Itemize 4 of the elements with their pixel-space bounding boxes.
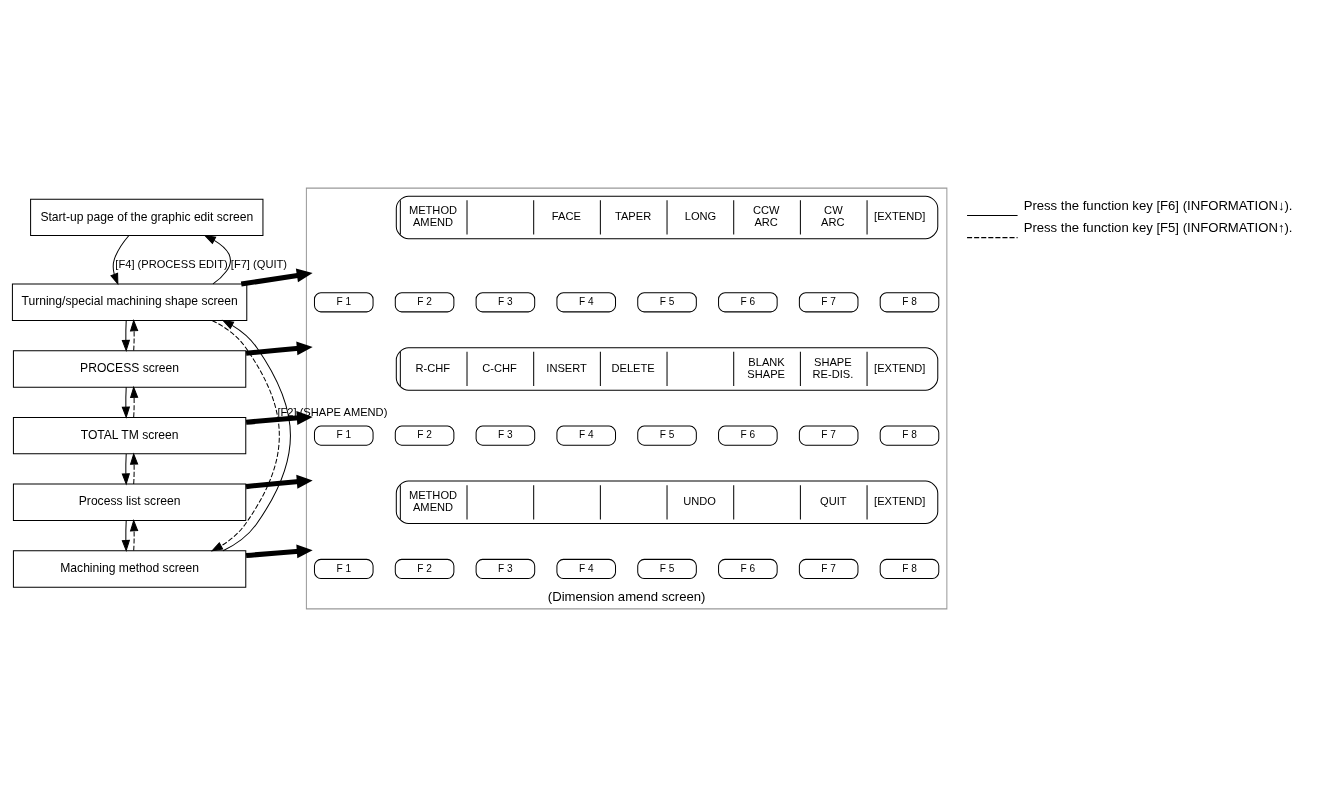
legend-label: Press the function key [F6] (INFORMATION↓). xyxy=(1023,197,1293,213)
legend-label: Press the function key [F5] (INFORMATION↑). xyxy=(1023,219,1293,235)
edge-label: [F4] (PROCESS EDIT) xyxy=(115,257,228,270)
edge-label: [F7] (QUIT) xyxy=(230,257,287,270)
